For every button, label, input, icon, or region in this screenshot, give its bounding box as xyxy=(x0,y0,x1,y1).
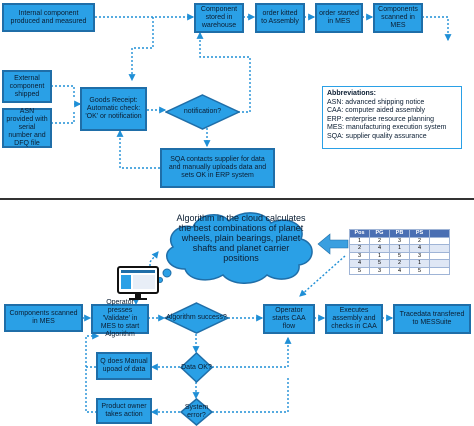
table-cell: 5 xyxy=(409,266,430,275)
diamond-shape xyxy=(164,302,229,334)
table-cell xyxy=(429,259,450,268)
tracedata-box: Tracedata transfered to MESSuite xyxy=(393,304,471,334)
table-cell: 4 xyxy=(389,266,410,275)
system-error-decision: System error? xyxy=(180,398,213,426)
table-cell: 2 xyxy=(349,244,370,253)
scanned-mes-box-top: Components scanned in MES xyxy=(373,3,423,33)
product-owner-box: Product owner takes action xyxy=(96,398,152,424)
goods-receipt-box: Goods Receipt: Automatic check: 'OK' or … xyxy=(80,87,147,131)
asn-provided-box: ASN provided with serial number and DFQ … xyxy=(2,108,52,148)
table-cell: 2 xyxy=(369,236,390,245)
table-cell: 5 xyxy=(349,266,370,275)
components-scanned-box: Components scanned in MES xyxy=(4,304,83,332)
stored-warehouse-box: Component stored in warehouse xyxy=(194,3,244,33)
section-divider xyxy=(0,198,474,200)
abbr-item: MES: manufacturing execution system xyxy=(327,124,447,131)
operator-caa-box: Operator starts CAA flow xyxy=(263,304,315,334)
started-mes-box: order started in MES xyxy=(315,3,363,33)
abbreviations-box: Abbreviations: ASN: advanced shipping no… xyxy=(322,86,462,149)
q-manual-upload-box: Q does Manual upoad of data xyxy=(96,352,152,380)
external-shipped-box: External component shipped xyxy=(2,70,52,103)
table-cell xyxy=(429,244,450,253)
table-cell: 5 xyxy=(369,259,390,268)
table-cell: 5 xyxy=(389,251,410,260)
table-cell: 3 xyxy=(369,266,390,275)
abbr-item: SQA: supplier quality assurance xyxy=(327,132,427,140)
kitted-assembly-box: order kitted to Assembly xyxy=(255,3,305,33)
table-cell: 1 xyxy=(369,251,390,260)
table-cell: 4 xyxy=(349,259,370,268)
operator-validate-box: Operator presses 'Validate' in MES to st… xyxy=(91,299,149,338)
table-to-cloud-arrow xyxy=(317,233,349,255)
table-cell xyxy=(429,266,450,275)
diamond-shape xyxy=(180,398,213,426)
abbreviations-title: Abbreviations: xyxy=(327,90,377,97)
table-cell: 1 xyxy=(349,236,370,245)
table-cell xyxy=(429,251,450,260)
col-header: PG xyxy=(369,229,390,238)
col-header: Pos xyxy=(349,229,370,238)
abbr-item: ERP: enterprise resource planning xyxy=(327,115,435,123)
table-cell: 3 xyxy=(409,251,430,260)
table-cell: 2 xyxy=(409,236,430,245)
table-cell xyxy=(429,236,450,245)
sqa-contacts-box: SQA contacts supplier for data and manua… xyxy=(160,148,275,188)
table-cell: 4 xyxy=(369,244,390,253)
col-header xyxy=(429,229,450,238)
diamond-shape xyxy=(165,94,240,130)
table-cell: 3 xyxy=(349,251,370,260)
abbr-item: CAA: computer aided assembly xyxy=(327,107,426,114)
col-header: PS xyxy=(409,229,430,238)
monitor-icon xyxy=(117,266,159,300)
cloud-text: Algorithm in the cloud calculates the be… xyxy=(176,213,306,263)
diamond-shape xyxy=(180,352,213,383)
data-ok-decision: Data OK? xyxy=(180,352,213,383)
table-cell: 4 xyxy=(409,244,430,253)
table-cell: 2 xyxy=(389,259,410,268)
col-header: PB xyxy=(389,229,410,238)
algorithm-success-decision: Algorithm success? xyxy=(164,302,229,334)
table-cell: 3 xyxy=(389,236,410,245)
internal-component-box: Internal component produced and measured xyxy=(2,3,95,32)
table-cell: 1 xyxy=(409,259,430,268)
table-header-row: Pos PG PB PS xyxy=(349,229,450,238)
executes-assembly-box: Executes assembly and checks in CAA xyxy=(325,304,383,334)
notification-decision: notification? xyxy=(165,94,240,130)
table-cell: 1 xyxy=(389,244,410,253)
abbr-item: ASN: advanced shipping notice xyxy=(327,98,425,106)
